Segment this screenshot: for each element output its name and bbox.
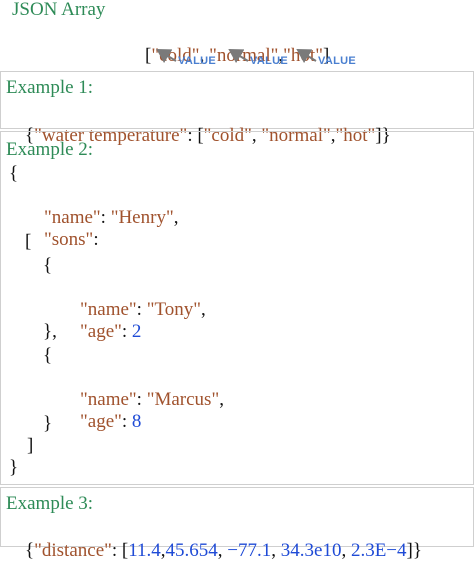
son-2-age-line: "age": 8	[80, 411, 142, 432]
open-bracket: [	[145, 45, 152, 66]
value-label-1: VALUE	[178, 55, 216, 67]
son-1-age-line: "age": 2	[80, 321, 142, 342]
close-bracket: ]	[322, 45, 330, 66]
arrow-normal	[228, 48, 249, 64]
example-1-title: Example 1:	[6, 77, 94, 98]
example-2-title: Example 2:	[6, 139, 94, 160]
example-2-section: Example 2: { "name": "Henry", "sons": [ …	[0, 131, 474, 485]
value-label-2: VALUE	[250, 55, 288, 67]
value-arrows	[156, 48, 317, 64]
example-3-key: "distance"	[34, 540, 112, 561]
example-3-title: Example 3:	[6, 493, 94, 514]
example-2-sons-line: "sons":	[44, 229, 99, 250]
son-1-name-line: "name": "Tony",	[80, 299, 206, 320]
arrow-cold	[156, 48, 177, 64]
son-2-name-line: "name": "Marcus",	[80, 389, 224, 410]
value-label-3: VALUE	[318, 55, 356, 67]
example-2-name-line: "name": "Henry",	[44, 207, 179, 228]
header-title: JSON Array	[12, 0, 106, 20]
example-1-key: "water temperature"	[34, 125, 188, 146]
arrow-hot	[296, 48, 317, 64]
example-3-code: {"distance": [11.4,45.654, −77.1, 34.3e1…	[25, 540, 422, 561]
header-section: JSON Array ["cold", "normal","hot"] VALU…	[0, 0, 474, 70]
example-1-code: {"water temperature": ["cold", "normal",…	[25, 125, 391, 146]
example-3-section: Example 3: {"distance": [11.4,45.654, −7…	[0, 487, 474, 561]
example-1-section: Example 1: {"water temperature": ["cold"…	[0, 71, 474, 146]
